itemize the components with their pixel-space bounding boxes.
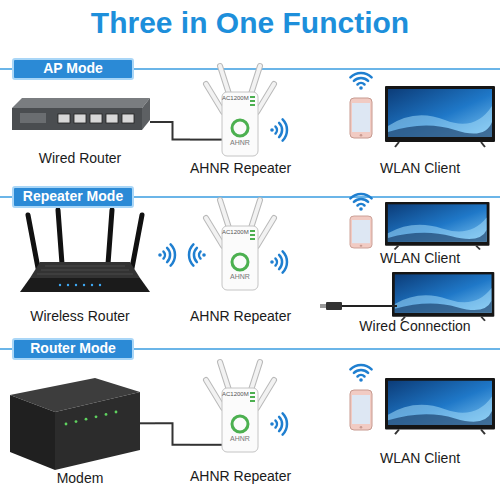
device-caption: AHNR Repeater <box>190 468 290 484</box>
mode-tab: Repeater Mode <box>12 186 134 208</box>
device-caption: AHNR Repeater <box>190 308 290 324</box>
device-node: AHNR Repeater <box>190 206 290 324</box>
device-label: AC1200M <box>222 229 248 235</box>
mode-band: Router ModeModem AHNR Repeater WLAN Client <box>0 338 500 498</box>
device-caption: WLAN Client <box>340 250 500 266</box>
device-node: Wireless Router <box>5 206 155 324</box>
device-node: Wired Connection <box>330 270 500 334</box>
device-caption: WLAN Client <box>340 450 500 466</box>
mode-tab: Router Mode <box>12 338 134 360</box>
device-caption: WLAN Client <box>340 160 500 176</box>
diagram-title: Three in One Function <box>0 6 500 40</box>
device-caption: Modem <box>5 470 155 486</box>
device-node: WLAN Client <box>340 194 500 266</box>
device-caption: Wired Router <box>5 150 155 166</box>
mode-tab: AP Mode <box>12 58 134 80</box>
device-node: AHNR Repeater <box>190 372 290 484</box>
device-caption: AHNR Repeater <box>190 160 290 176</box>
device-label: AHNR <box>228 435 252 442</box>
mode-band: Repeater ModeWireless Router AHNR Repeate… <box>0 186 500 338</box>
device-node: WLAN Client <box>340 72 500 176</box>
device-label: AC1200M <box>222 391 248 397</box>
device-node: Wired Router <box>5 86 155 166</box>
device-label: AC1200M <box>222 95 248 101</box>
device-caption: Wireless Router <box>5 308 155 324</box>
device-label: AHNR <box>228 273 252 280</box>
device-node: WLAN Client <box>340 368 500 466</box>
device-caption: Wired Connection <box>330 318 500 334</box>
device-node: Modem <box>5 372 155 486</box>
mode-band: AP ModeWired RouterAHNR Repeater WLAN Cli… <box>0 58 500 186</box>
cable-connector <box>155 423 190 445</box>
cable-connector <box>155 122 190 140</box>
device-node: AHNR Repeater <box>190 72 290 176</box>
device-label: AHNR <box>228 139 252 146</box>
